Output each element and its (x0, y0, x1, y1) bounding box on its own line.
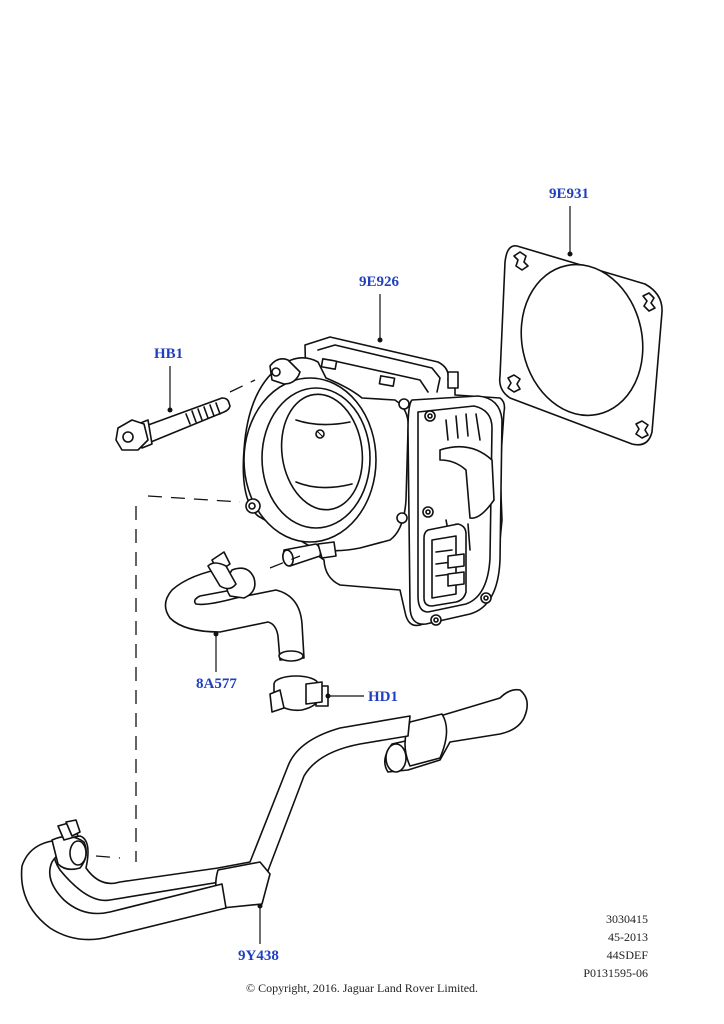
breather-hose (164, 551, 305, 662)
throttle-body-gasket (498, 245, 663, 446)
leader-lines (167, 206, 573, 944)
reference-line-4: P0131595-06 (583, 966, 648, 980)
callout-hd1[interactable]: HD1 (368, 689, 398, 705)
copyright-notice: © Copyright, 2016. Jaguar Land Rover Lim… (245, 981, 479, 995)
coolant-hose (20, 688, 528, 941)
mounting-bolt (115, 397, 231, 451)
hose-clamp (269, 675, 329, 713)
reference-line-3: 44SDEF (606, 948, 648, 962)
reference-line-1: 3030415 (606, 912, 648, 926)
reference-block: 3030415 45-2013 44SDEF P0131595-06 (583, 910, 648, 982)
callout-8a577[interactable]: 8A577 (196, 676, 237, 692)
alignment-lines (95, 379, 301, 862)
throttle-body (242, 336, 506, 627)
callout-9y438[interactable]: 9Y438 (238, 948, 279, 964)
reference-line-2: 45-2013 (608, 930, 648, 944)
callout-9e926[interactable]: 9E926 (359, 274, 400, 290)
callout-9e931[interactable]: 9E931 (549, 186, 590, 202)
callout-hb1[interactable]: HB1 (154, 346, 184, 362)
